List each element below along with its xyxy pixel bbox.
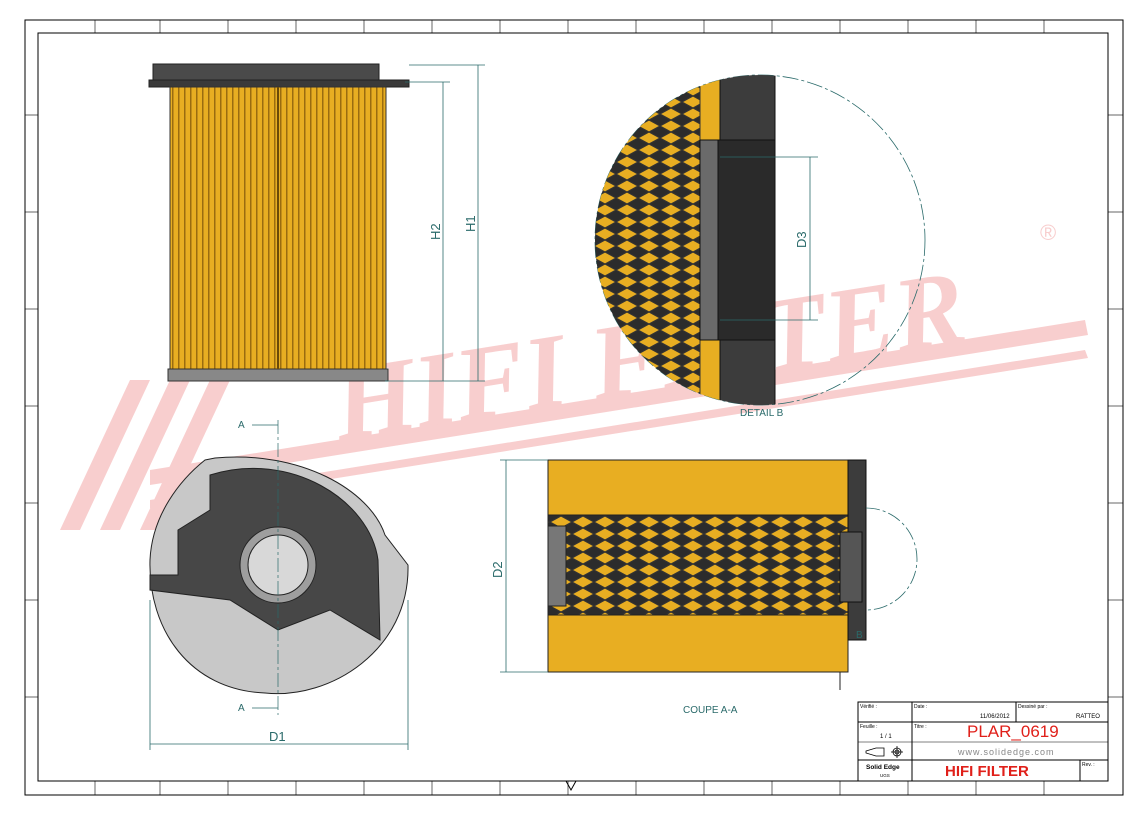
drawing-title: PLAR_0619 (967, 722, 1059, 741)
grid-ticks (25, 20, 1123, 795)
rev-label: Rev. : (1082, 762, 1095, 768)
detail-marker: B (856, 630, 863, 641)
title-label: Titre : (914, 724, 927, 730)
software-sub: UGS (880, 773, 890, 778)
date-label: Date : (914, 704, 927, 710)
sheet-label: Feuille : (860, 724, 878, 730)
diameter-dims (149, 424, 409, 750)
dim-h1: H1 (463, 215, 478, 232)
title-block: Vérifié : Date : 11/06/2012 Dessiné par … (857, 701, 1109, 782)
center-mark (565, 780, 577, 792)
section-marker-bottom: A (238, 703, 245, 714)
registered-mark: ® (1040, 220, 1056, 245)
sheet-value: 1 / 1 (880, 734, 892, 740)
designer-value: RATTEO (1076, 714, 1100, 720)
software-name: Solid Edge (866, 764, 900, 771)
projection-symbol-icon (865, 746, 903, 758)
section-label: COUPE A-A (683, 705, 738, 716)
company-name: HIFI FILTER (945, 763, 1029, 780)
dim-h2: H2 (428, 223, 443, 240)
section-marker-top: A (238, 420, 245, 431)
height-dims (385, 64, 485, 382)
outer-border (24, 19, 1124, 796)
section-view (547, 459, 918, 690)
dim-d3: D3 (794, 231, 809, 248)
section-dims (500, 459, 548, 673)
designer-label: Dessiné par : (1018, 704, 1047, 710)
top-view (149, 420, 409, 715)
dim-d2: D2 (490, 561, 505, 578)
front-view (148, 63, 410, 382)
date-value: 11/06/2012 (980, 714, 1010, 720)
checked-label: Vérifié : (860, 704, 877, 710)
website-text: www.solidedge.com (957, 747, 1055, 757)
dim-d1: D1 (269, 729, 286, 744)
detail-label: DETAIL B (740, 408, 784, 419)
